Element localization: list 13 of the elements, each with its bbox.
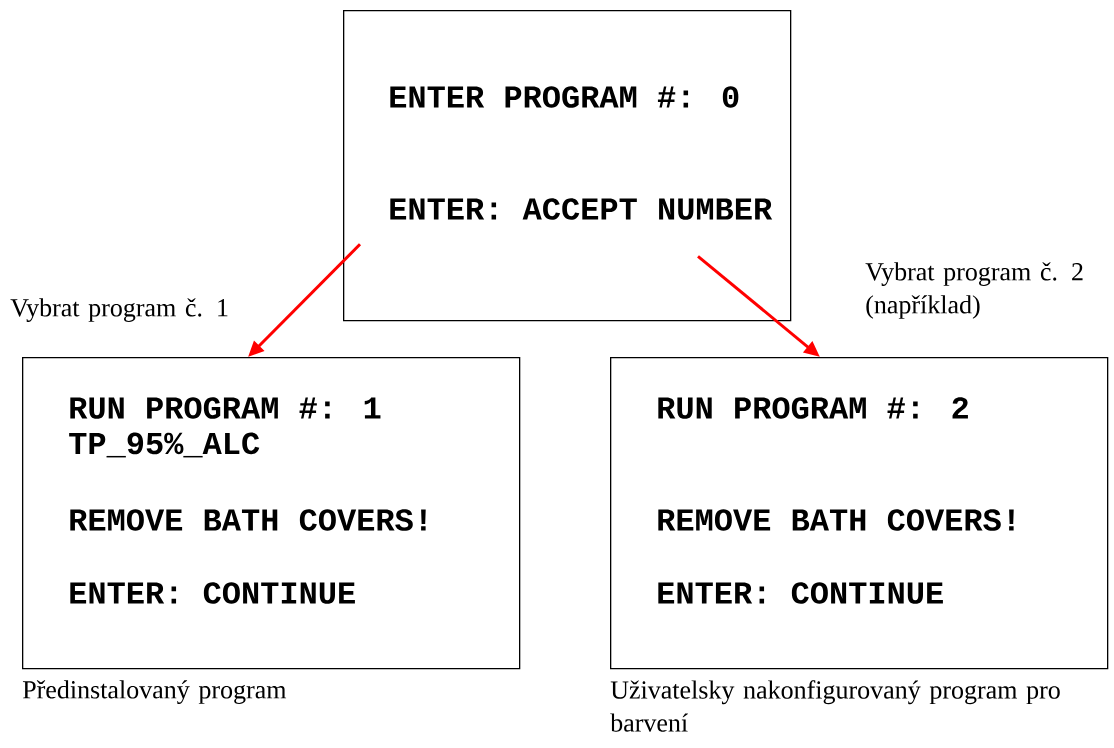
node-label: Předinstalovaný program: [22, 680, 287, 704]
edge-label: Vybrat program č. 1: [10, 298, 228, 322]
node-label: Uživatelsky nakonfigurovaný program pro barvení: [610, 680, 1060, 732]
screen-text: ENTER: ACCEPT NUMBER: [390, 198, 773, 220]
screen-text: RUN PROGRAM #: 1: [70, 397, 381, 419]
screen-text: RUN PROGRAM #: 2: [658, 397, 968, 419]
screen-text: ENTER: CONTINUE: [658, 582, 943, 604]
edge-label: Vybrat program č. 2 (například): [865, 262, 1083, 319]
screen-text: ENTER: CONTINUE: [70, 582, 355, 604]
screen-text: ENTER PROGRAM #: 0: [390, 86, 739, 108]
screen-text: REMOVE BATH COVERS!: [658, 509, 1014, 531]
screen-text: TP_95%_ALC: [69, 432, 260, 458]
screen-text: REMOVE BATH COVERS!: [70, 509, 426, 531]
